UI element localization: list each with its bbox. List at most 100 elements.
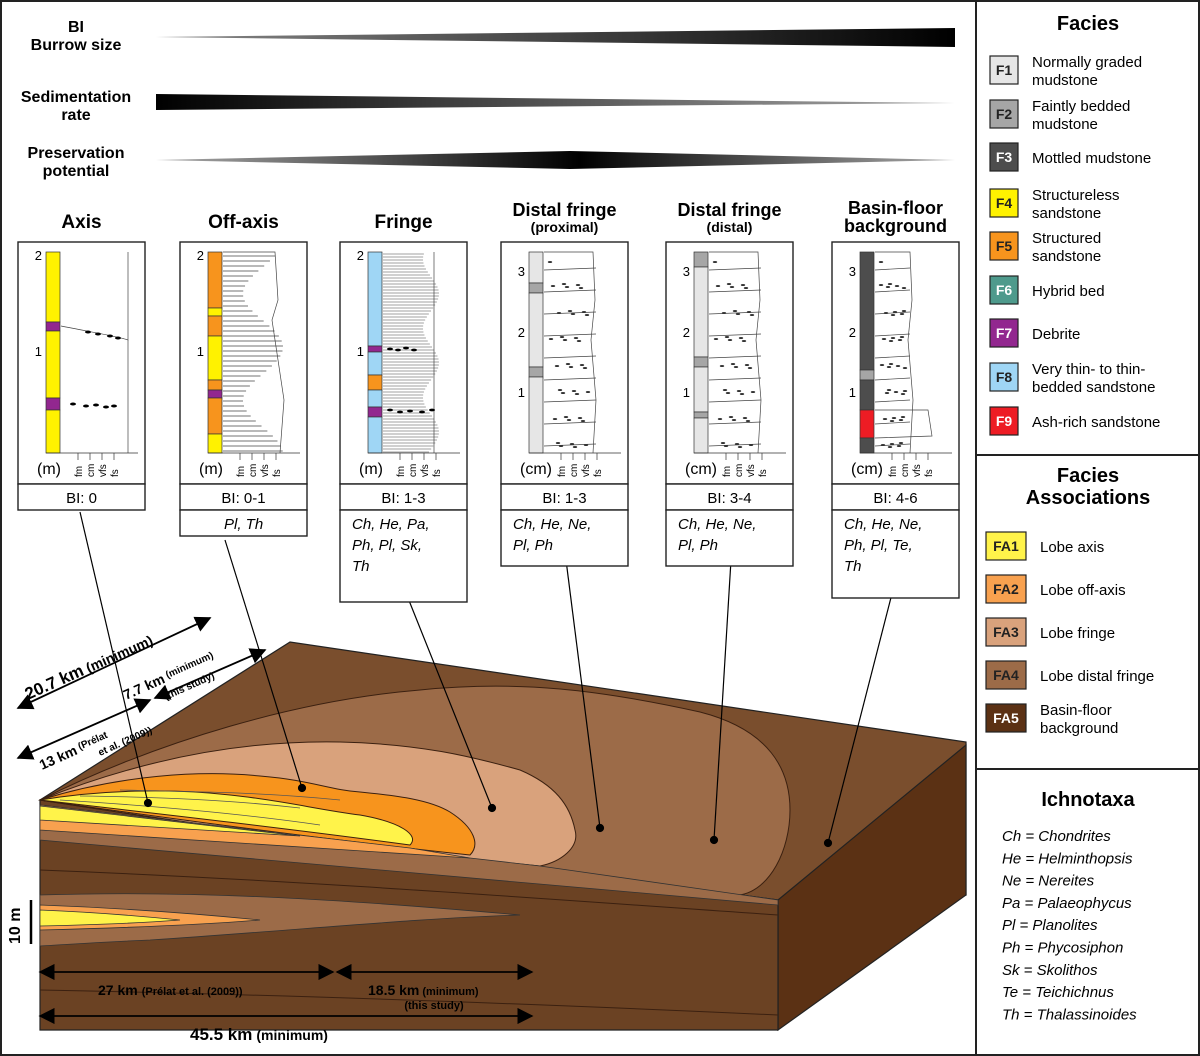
facies-strip-F9 [859, 409, 875, 439]
bi-value: BI: 1-3 [381, 490, 425, 507]
facies-swatch [989, 99, 1019, 129]
grain-size-label: vfs [260, 464, 271, 477]
facies-label: Faintly bedded [1032, 98, 1130, 115]
facies-strip-F5 [367, 374, 383, 391]
association-swatch [985, 703, 1027, 733]
facies-strip-F4 [45, 330, 61, 399]
ichno-box [500, 509, 629, 567]
facies-strip-F3 [859, 251, 875, 371]
grain-size-label: fs [758, 469, 769, 477]
facies-swatch [989, 318, 1019, 348]
ichnotaxon-entry: Th = Thalassinoides [1002, 1006, 1137, 1023]
bed-profile [60, 252, 129, 453]
column-title: Distal fringe [677, 200, 781, 220]
bi-value: BI: 3-4 [707, 490, 751, 507]
dim-arrow-top-total [16, 616, 212, 710]
column-frame [179, 241, 308, 485]
facies-swatch [989, 231, 1019, 261]
dim-bottom-prelat-label: 27 km(Prélat et al. (2009)) [98, 982, 243, 998]
ichno-box [665, 509, 794, 567]
depth-tick-label: 2 [35, 248, 42, 263]
facies-strip-F7 [45, 397, 61, 411]
ichno-box [179, 509, 308, 537]
ichno-box [831, 509, 960, 599]
depth-unit-label: (cm) [851, 461, 883, 478]
dim-bottom-total-label: 45.5 km(minimum) [190, 1025, 328, 1044]
facies-strip-F4 [207, 433, 223, 454]
dim-arrow-top-prelat [16, 698, 152, 760]
grain-size-label: fs [272, 469, 283, 477]
block-diagram: 10 m 20.7 km(minimum) 13 km(Prélat et al… [7, 616, 967, 1044]
facies-strip-F7 [207, 389, 223, 399]
facies-code: F9 [996, 413, 1013, 429]
facies-strip-F7 [367, 345, 383, 353]
facies-swatch [989, 55, 1019, 85]
facies-strip-F2 [528, 282, 544, 294]
column-frame [17, 241, 146, 485]
ichno-line: Ch, He, Ne, [513, 516, 591, 533]
grain-size-label: cm [86, 464, 97, 477]
facies-strip-F1 [693, 417, 709, 454]
grain-size-label: vfs [912, 464, 923, 477]
facies-label: Debrite [1032, 326, 1080, 343]
association-label: background [1040, 720, 1118, 737]
dim-bottom-this-label: 18.5 km(minimum) [368, 982, 479, 998]
grain-size-label: fm [888, 466, 899, 477]
facies-label: Normally graded [1032, 54, 1142, 71]
depth-tick-label: 2 [357, 248, 364, 263]
ichnotaxon-entry: Ne = Nereites [1002, 873, 1095, 890]
association-label: Lobe off-axis [1040, 582, 1126, 599]
depth-tick-label: 1 [197, 344, 204, 359]
grain-size-label: cm [569, 464, 580, 477]
front-lower-lobe [39, 893, 521, 947]
facies-strip-F4 [45, 251, 61, 323]
facies-code: F1 [996, 62, 1013, 78]
gradient-sed-label-2: rate [61, 107, 90, 124]
facies-strip-F1 [693, 266, 709, 358]
association-swatch [985, 574, 1027, 604]
facies-label: sandstone [1032, 248, 1101, 265]
ichno-line: Ch, He, Ne, [844, 516, 922, 533]
ichno-line: Ch, He, Pa, [352, 516, 430, 533]
facies-strip-F2 [859, 369, 875, 381]
column-frame [500, 241, 629, 485]
depth-unit-label: (m) [359, 461, 383, 478]
ichno-line: Ph, Pl, Te, [844, 537, 913, 554]
grain-size-label: vfs [746, 464, 757, 477]
bi-value: BI: 1-3 [542, 490, 586, 507]
bed-profile [708, 251, 762, 454]
gradient-pres-label-2: potential [43, 163, 110, 180]
front-fa1-band [39, 805, 301, 837]
facies-strip-F1 [528, 292, 544, 368]
facies-strip-F1 [693, 366, 709, 413]
grain-size-label: cm [900, 464, 911, 477]
ichnotaxon-entry: Sk = Skolithos [1002, 962, 1098, 979]
ichnotaxon-entry: Ph = Phycosiphon [1002, 940, 1123, 957]
ichnotaxon-entry: Pl = Planolites [1002, 917, 1098, 934]
ichnotaxon-entry: Pa = Palaeophycus [1002, 895, 1132, 912]
gradient-bi-label-1: BI [68, 19, 84, 36]
facies-strip-F2 [693, 356, 709, 368]
column-frame [831, 241, 960, 485]
facies-code: F5 [996, 238, 1013, 254]
grain-size-label: fs [924, 469, 935, 477]
gradient-bi: BI Burrow size [31, 19, 955, 54]
facies-strip-F8 [367, 416, 383, 454]
association-code: FA2 [993, 581, 1019, 597]
facies-swatch [989, 142, 1019, 172]
bi-value: BI: 0 [66, 490, 97, 507]
facies-strip-F5 [207, 315, 223, 337]
associations-title-2: Associations [1026, 487, 1150, 509]
